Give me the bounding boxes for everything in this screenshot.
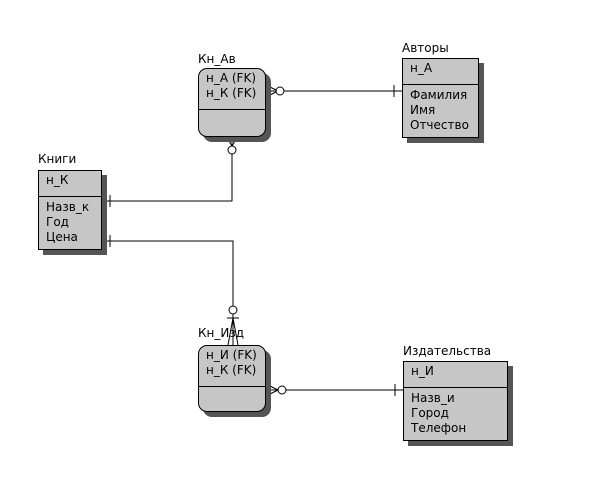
attribute: Имя (410, 103, 436, 117)
entity-box[interactable]: н_И Назв_и Город Телефон (403, 361, 508, 441)
key-attribute: н_К (FK) (206, 363, 257, 377)
key-section: н_И (404, 362, 507, 388)
key-attribute: н_К (46, 173, 69, 187)
attribute-section: Назв_и Город Телефон (404, 388, 507, 436)
key-attribute: н_А (FK) (206, 71, 257, 85)
key-section: н_И (FK) н_К (FK) (199, 346, 265, 387)
entity-title: Кн_Изд (198, 326, 245, 340)
rel-kn_av-avtory (266, 85, 402, 97)
rel-knigi-kn_av (102, 137, 238, 207)
key-section: н_А (FK) н_К (FK) (199, 69, 265, 110)
attribute: Фамилия (410, 88, 468, 102)
attribute: Назв_к (46, 200, 90, 214)
key-attribute: н_И (FK) (206, 348, 257, 362)
attribute-section: Назв_к Год Цена (39, 197, 101, 245)
attribute: Телефон (411, 421, 467, 435)
key-attribute: н_К (FK) (206, 86, 257, 100)
key-attribute: н_И (411, 364, 434, 378)
rel-kn_izd-izdatelstva (266, 384, 403, 396)
key-section: н_А (403, 59, 478, 85)
attribute: Город (411, 406, 449, 420)
entity-title: Издательства (403, 344, 492, 358)
attribute: Назв_и (411, 391, 455, 405)
entity-title: Кн_Ав (198, 52, 236, 66)
rel-knigi-kn_izd (102, 235, 239, 346)
attribute: Отчество (410, 118, 469, 132)
attribute-section: Фамилия Имя Отчество (403, 85, 478, 133)
attribute: Цена (46, 230, 78, 244)
key-section: н_К (39, 171, 101, 197)
entity-box[interactable]: н_А Фамилия Имя Отчество (402, 58, 479, 138)
entity-box[interactable]: н_И (FK) н_К (FK) (198, 345, 266, 412)
entity-title: Авторы (402, 41, 449, 55)
key-attribute: н_А (410, 61, 433, 75)
entity-box[interactable]: н_К Назв_к Год Цена (38, 170, 102, 250)
entity-title: Книги (38, 152, 77, 166)
attribute: Год (46, 215, 69, 229)
entity-box[interactable]: н_А (FK) н_К (FK) (198, 68, 266, 137)
